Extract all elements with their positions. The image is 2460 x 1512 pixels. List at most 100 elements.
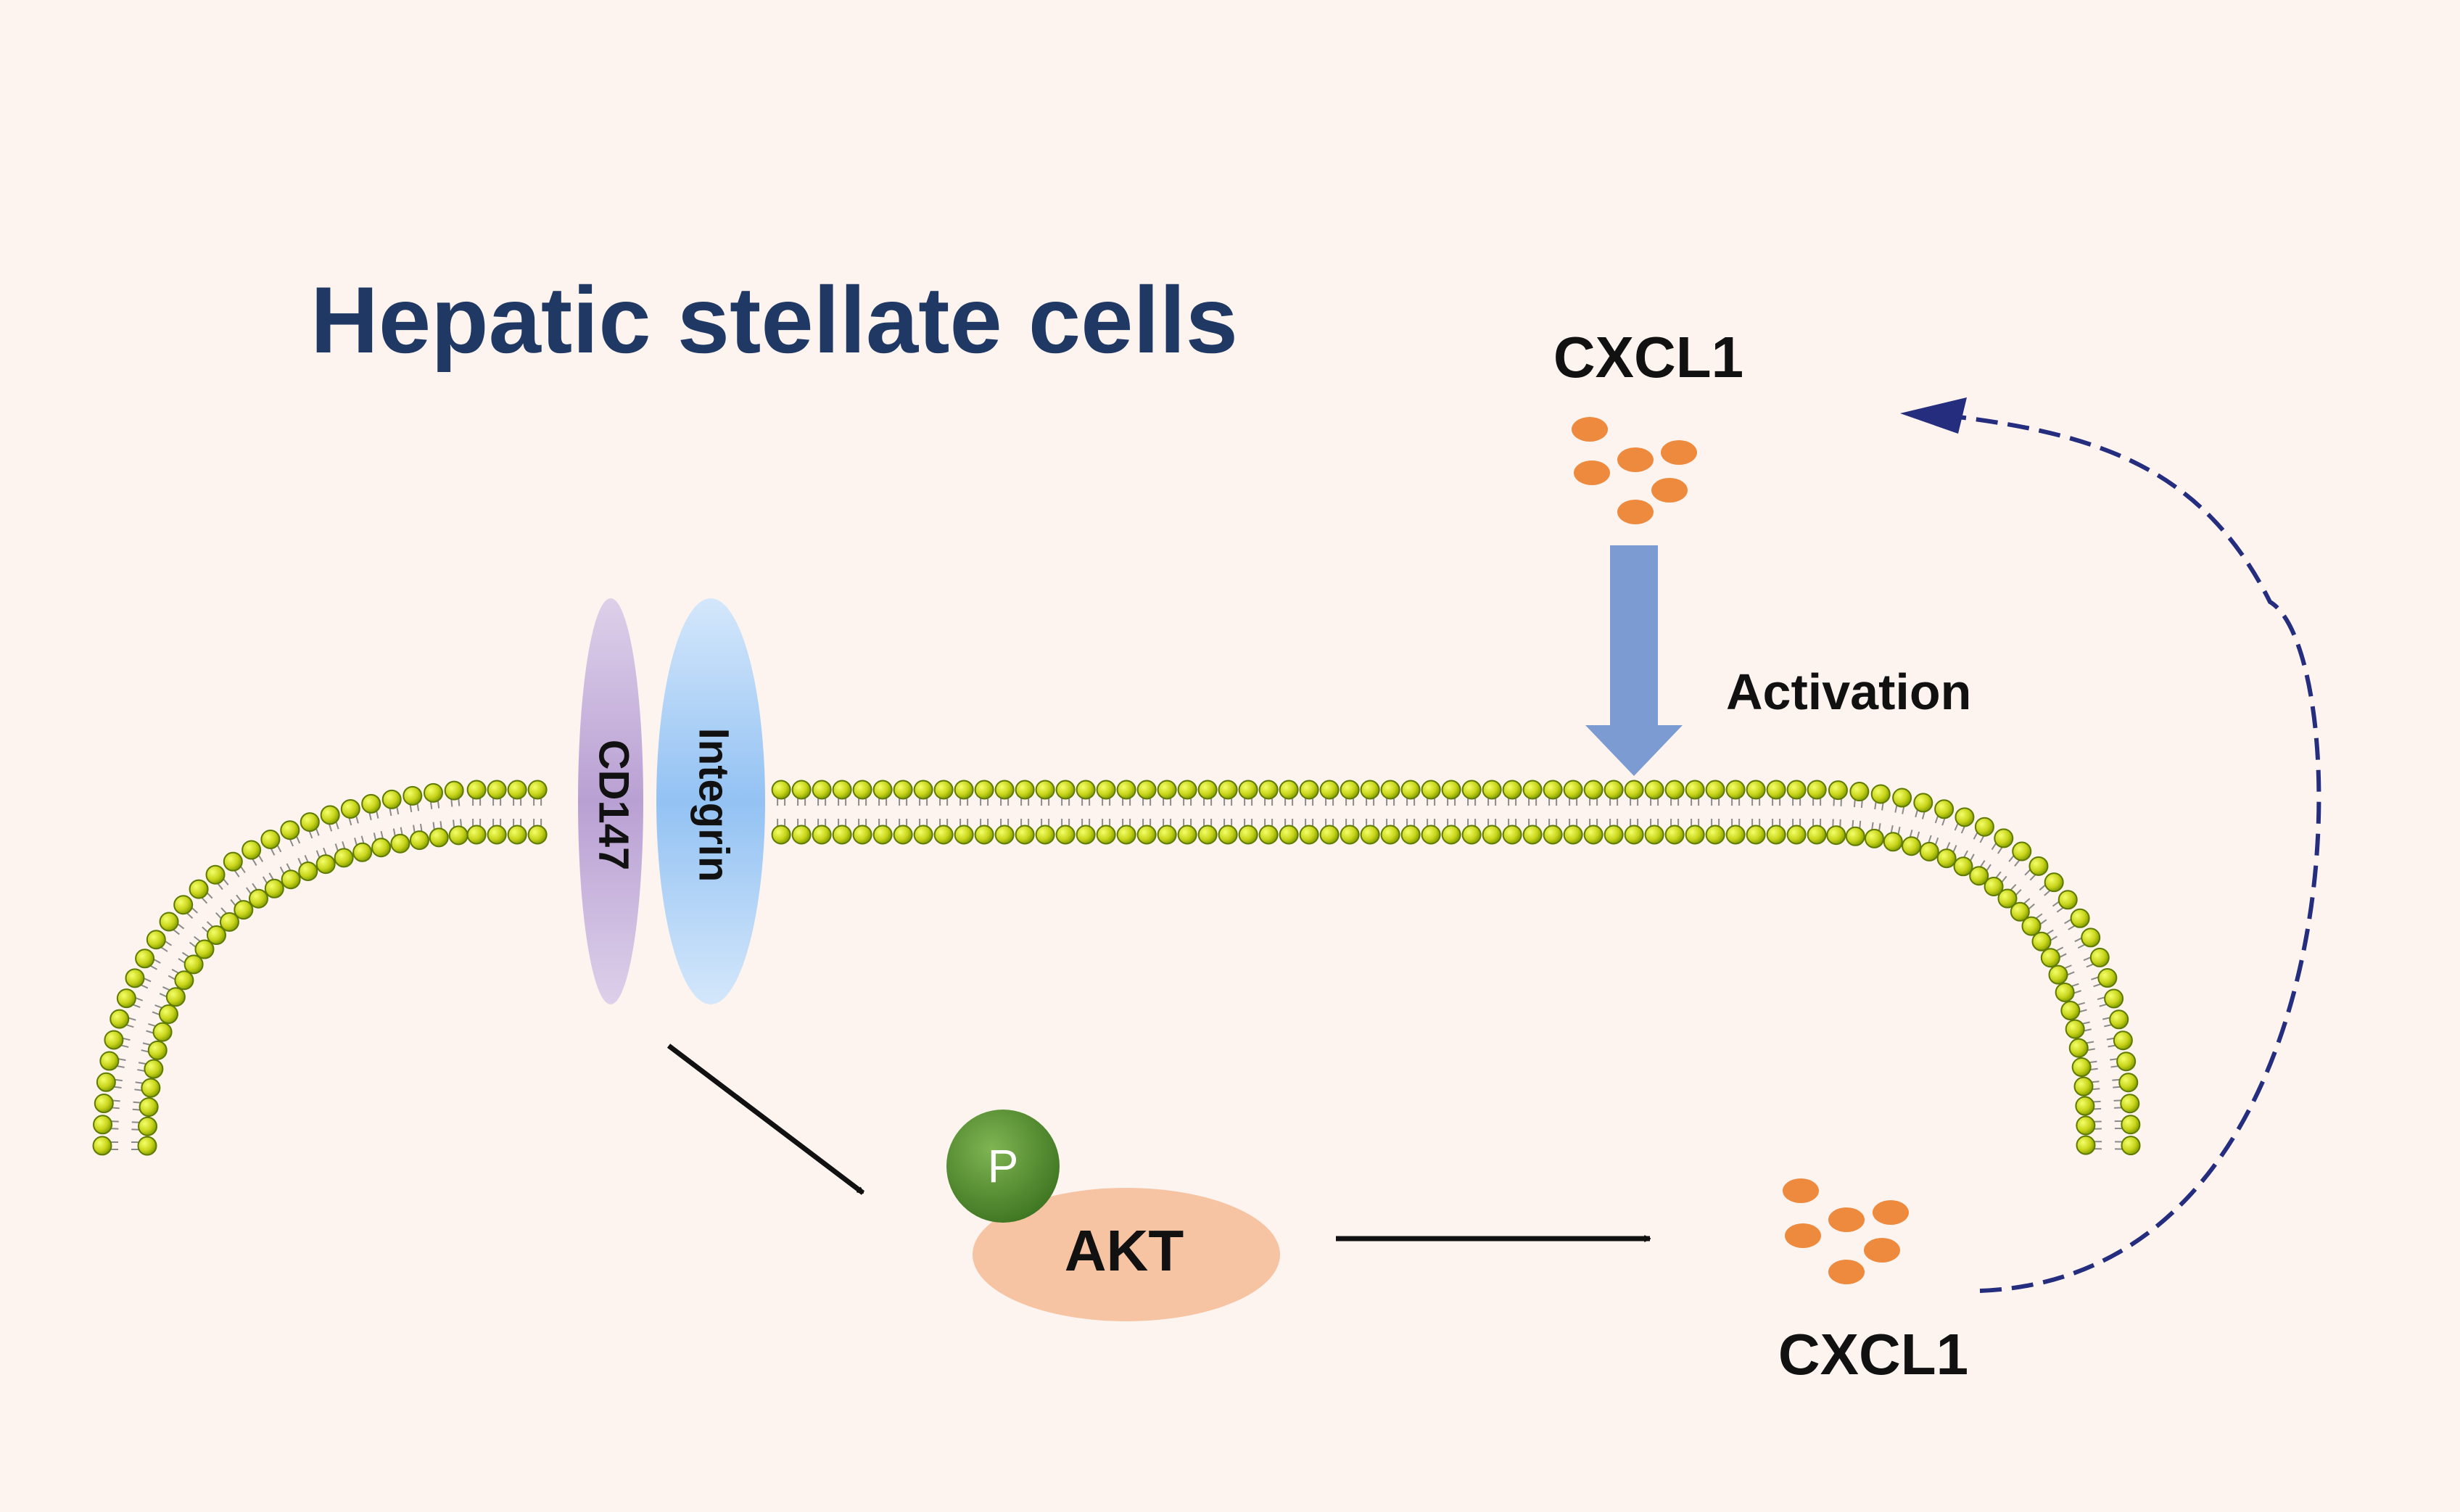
lipid-head: [234, 901, 252, 919]
lipid-head: [772, 826, 791, 844]
lipid-head: [935, 826, 953, 844]
lipid-head: [1605, 826, 1623, 844]
cxcl1-bottom-label: CXCL1: [1778, 1322, 1968, 1387]
lipid-head: [1850, 782, 1868, 801]
lipid-head: [430, 828, 448, 846]
lipid-head: [174, 896, 192, 914]
lipid-head: [2056, 983, 2074, 1001]
lipid-head: [1524, 781, 1542, 799]
lipid-head: [1422, 826, 1440, 844]
cxcl1-particle: [1651, 478, 1688, 503]
lipid-head: [1935, 800, 1953, 818]
lipid-head: [190, 880, 208, 898]
lipid-head: [833, 781, 851, 799]
lipid-head: [1976, 818, 1994, 836]
lipid-head: [529, 826, 547, 844]
lipid-head: [141, 1079, 160, 1097]
lipid-head: [299, 862, 317, 880]
lipid-head: [2029, 857, 2047, 875]
lipid-head: [1219, 781, 1237, 799]
page-title: Hepatic stellate cells: [310, 267, 1238, 373]
lipid-head: [1382, 826, 1400, 844]
lipid-head: [1893, 789, 1911, 807]
lipid-head: [2070, 1039, 2088, 1057]
lipid-head: [1300, 781, 1318, 799]
lipid-head: [94, 1115, 112, 1133]
lipid-head: [342, 800, 360, 818]
cxcl1-particles-bottom: [1783, 1178, 1909, 1284]
lipid-head: [915, 826, 933, 844]
lipid-head: [144, 1060, 162, 1078]
lipid-head: [1884, 833, 1902, 851]
lipid-head: [353, 843, 371, 862]
lipid-head: [1402, 781, 1420, 799]
cxcl1-particle: [1617, 500, 1654, 524]
lipid-head: [175, 971, 193, 989]
lipid-head: [1361, 781, 1379, 799]
lipid-head: [1422, 781, 1440, 799]
lipid-head: [874, 781, 892, 799]
lipid-head: [854, 826, 872, 844]
lipid-head: [2091, 949, 2109, 967]
lipid-head: [1544, 781, 1562, 799]
lipid-head: [167, 988, 185, 1006]
lipid-head: [1300, 826, 1318, 844]
lipid-head: [1442, 826, 1461, 844]
lipid-head: [117, 989, 136, 1007]
lipid-head: [996, 781, 1014, 799]
lipid-head: [1097, 781, 1115, 799]
lipid-head: [2121, 1115, 2139, 1133]
lipid-head: [1016, 781, 1034, 799]
lipid-head: [1625, 781, 1643, 799]
lipid-head: [2049, 966, 2067, 984]
lipid-head: [1138, 781, 1156, 799]
lipid-head: [1361, 826, 1379, 844]
lipid-head: [1994, 829, 2013, 847]
lipid-head: [1625, 826, 1643, 844]
lipid-head: [1036, 826, 1054, 844]
lipid-head: [1829, 781, 1847, 799]
lipid-head: [136, 949, 154, 967]
lipid-head: [1463, 826, 1481, 844]
lipid-head: [1341, 781, 1359, 799]
lipid-head: [529, 781, 547, 799]
lipid-head: [1321, 781, 1339, 799]
lipid-head: [249, 890, 268, 908]
lipid-head: [2119, 1073, 2137, 1091]
lipid-head: [1827, 826, 1845, 844]
lipid-head: [1158, 781, 1176, 799]
lipid-head: [282, 870, 300, 888]
cxcl1-particles-top: [1572, 417, 1697, 524]
cxcl1-particle: [1864, 1238, 1900, 1263]
lipid-head: [1239, 826, 1258, 844]
lipid-head: [2081, 928, 2100, 946]
lipid-head: [1846, 827, 1865, 846]
lipid-head: [894, 781, 912, 799]
lipid-head: [1483, 826, 1501, 844]
lipid-head: [1564, 826, 1582, 844]
lipid-head: [2075, 1078, 2093, 1096]
lipid-head: [445, 782, 463, 800]
lipid-head: [321, 806, 339, 824]
lipid-head: [160, 913, 178, 931]
lipid-head: [2073, 1058, 2091, 1076]
lipid-head: [1788, 826, 1806, 844]
lipid-head: [1036, 781, 1054, 799]
phospho-label: P: [988, 1140, 1019, 1192]
activation-arrow: [1585, 545, 1683, 776]
cxcl1-particle: [1574, 460, 1610, 485]
lipid-head: [154, 1023, 172, 1041]
lipid-head: [1865, 830, 1883, 848]
lipid-head: [1402, 826, 1420, 844]
cd147-label: CD147: [590, 740, 637, 871]
lipid-head: [894, 826, 912, 844]
lipid-head: [508, 781, 527, 799]
lipid-head: [1706, 826, 1725, 844]
lipid-head: [915, 781, 933, 799]
lipid-head: [1097, 826, 1115, 844]
cxcl1-particle: [1661, 440, 1697, 465]
lipid-head: [224, 853, 242, 871]
lipid-head: [854, 781, 872, 799]
